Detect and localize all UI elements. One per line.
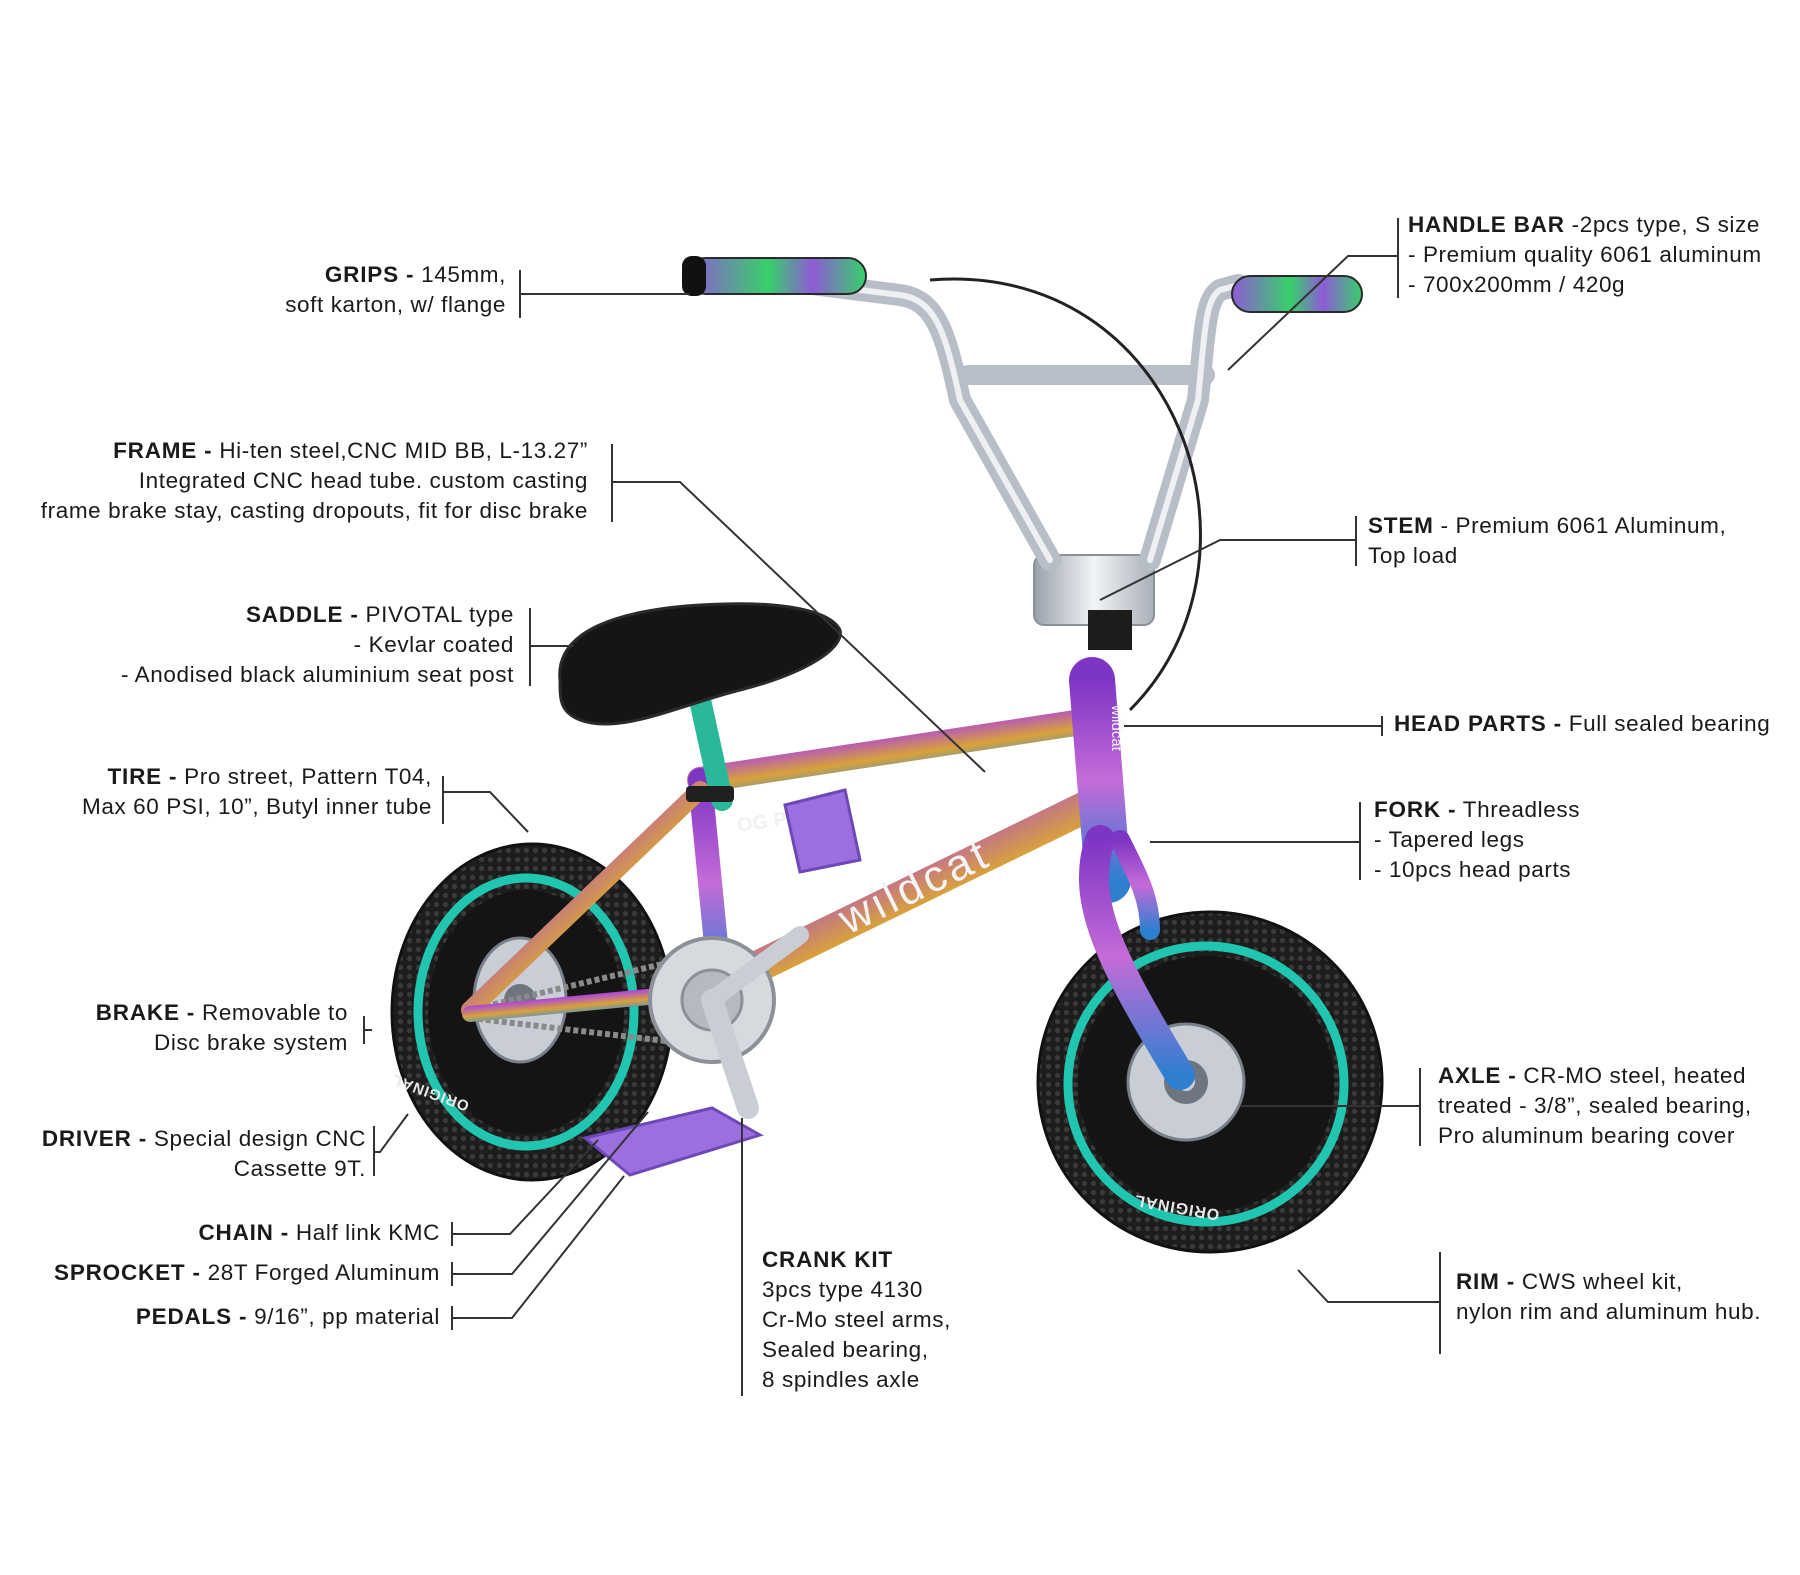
- crank-arm: [701, 989, 759, 1119]
- headparts-title: HEAD PARTS -: [1394, 711, 1562, 736]
- sprocket-title: SPROCKET -: [54, 1260, 201, 1285]
- frame-line-3: frame brake stay, casting dropouts, fit …: [40, 498, 588, 523]
- callout-axle: AXLE - CR-MO steel, heated treated - 3/8…: [1438, 1061, 1752, 1151]
- chain-title: CHAIN -: [198, 1220, 290, 1245]
- rim-title: RIM -: [1456, 1269, 1515, 1294]
- front-wheel: ORIGINAL: [1036, 910, 1384, 1254]
- fork-title: FORK -: [1374, 797, 1457, 822]
- callout-pedals: PEDALS - 9/16”, pp material: [136, 1302, 440, 1332]
- saddle-line-3: - Anodised black aluminium seat post: [120, 662, 514, 687]
- callout-driver: DRIVER - Special design CNC Cassette 9T.: [42, 1124, 366, 1184]
- frame-line-2: Integrated CNC head tube. custom casting: [138, 468, 588, 493]
- driver-title: DRIVER -: [41, 1126, 147, 1151]
- crank-title: CRANK KIT: [762, 1247, 893, 1272]
- stem-line-1: - Premium 6061 Aluminum,: [1440, 513, 1727, 538]
- tire-title: TIRE -: [107, 764, 178, 789]
- stem: [1033, 554, 1155, 650]
- rim-line-1: CWS wheel kit,: [1521, 1269, 1683, 1294]
- fork-line-3: - 10pcs head parts: [1374, 857, 1572, 882]
- crank-line-2: Cr-Mo steel arms,: [762, 1307, 951, 1332]
- driver-line-2: Cassette 9T.: [233, 1156, 366, 1181]
- callout-tire: TIRE - Pro street, Pattern T04, Max 60 P…: [82, 762, 432, 822]
- brake-title: BRAKE -: [95, 1000, 196, 1025]
- pedals-line-1: 9/16”, pp material: [254, 1304, 440, 1329]
- handlebar-line-3: - 700x200mm / 420g: [1408, 272, 1626, 297]
- brake-line-2: Disc brake system: [154, 1030, 348, 1055]
- callout-head-parts: HEAD PARTS - Full sealed bearing: [1394, 709, 1770, 739]
- pedal-rear: [783, 788, 862, 874]
- leader-lines: [363, 218, 1441, 1396]
- saddle: [558, 602, 842, 726]
- bike: ORIGINAL ORIGINAL wildcat OG PRO wildcat: [389, 256, 1384, 1254]
- tire-line-2: Max 60 PSI, 10”, Butyl inner tube: [82, 794, 432, 819]
- crank-line-3: Sealed bearing,: [762, 1337, 929, 1362]
- callout-frame: FRAME - Hi-ten steel,CNC MID BB, L-13.27…: [41, 436, 588, 526]
- right-grip: [1231, 275, 1363, 313]
- front-rim-band: [1063, 941, 1349, 1227]
- left-grip: [687, 257, 867, 295]
- sprocket-line-1: 28T Forged Aluminum: [207, 1260, 440, 1285]
- frame-title: FRAME -: [113, 438, 213, 463]
- handlebar: [729, 264, 1249, 571]
- headparts-line-1: Full sealed bearing: [1568, 711, 1771, 736]
- axle-line-3: Pro aluminum bearing cover: [1438, 1123, 1735, 1148]
- fork: [1079, 825, 1195, 1090]
- crank-line-4: 8 spindles axle: [762, 1367, 920, 1392]
- frame-line-1: Hi-ten steel,CNC MID BB, L-13.27”: [219, 438, 588, 463]
- fork-line-2: - Tapered legs: [1374, 827, 1525, 852]
- driver-line-1: Special design CNC: [153, 1126, 366, 1151]
- saddle-title: SADDLE -: [245, 602, 359, 627]
- rim-line-2: nylon rim and aluminum hub.: [1456, 1299, 1762, 1324]
- crank-arm-rear: [703, 926, 809, 1009]
- stem-title: STEM: [1368, 513, 1434, 538]
- chain-line-1: Half link KMC: [295, 1220, 440, 1245]
- pedal-front: [581, 1106, 764, 1177]
- tire-line-1: Pro street, Pattern T04,: [184, 764, 432, 789]
- grips-title: GRIPS -: [324, 262, 415, 287]
- callout-crank-kit: CRANK KIT 3pcs type 4130 Cr-Mo steel arm…: [762, 1245, 951, 1395]
- callout-brake: BRAKE - Removable to Disc brake system: [96, 998, 348, 1058]
- handlebar-line-2: - Premium quality 6061 aluminum: [1408, 242, 1762, 267]
- handlebar-line-1: -2pcs type, S size: [1571, 212, 1760, 237]
- callout-fork: FORK - Threadless - Tapered legs - 10pcs…: [1374, 795, 1580, 885]
- callout-saddle: SADDLE - PIVOTAL type - Kevlar coated - …: [121, 600, 514, 690]
- grips-line-1: 145mm,: [421, 262, 506, 287]
- seat-post: [689, 689, 733, 811]
- brake-line-1: Removable to: [201, 1000, 348, 1025]
- axle-title: AXLE -: [1438, 1063, 1517, 1088]
- callout-sprocket: SPROCKET - 28T Forged Aluminum: [54, 1258, 440, 1288]
- handlebar-title: HANDLE BAR: [1408, 212, 1565, 237]
- callout-handlebar: HANDLE BAR -2pcs type, S size - Premium …: [1408, 210, 1762, 300]
- fork-line-1: Threadless: [1462, 797, 1581, 822]
- callout-grips: GRIPS - 145mm, soft karton, w/ flange: [285, 260, 506, 320]
- callout-stem: STEM - Premium 6061 Aluminum, Top load: [1368, 511, 1726, 571]
- callout-chain: CHAIN - Half link KMC: [198, 1218, 440, 1248]
- stem-line-2: Top load: [1368, 543, 1458, 568]
- pedals-title: PEDALS -: [135, 1304, 248, 1329]
- brake-cable: [929, 277, 1202, 712]
- rear-rim-band: [413, 873, 639, 1151]
- seat-clamp: [686, 786, 734, 802]
- chain: [469, 952, 701, 1048]
- grips-line-2: soft karton, w/ flange: [285, 292, 506, 317]
- head-tube-brand: wildcat: [1108, 704, 1125, 752]
- saddle-line-2: - Kevlar coated: [353, 632, 514, 657]
- axle-line-2: treated - 3/8”, sealed bearing,: [1438, 1093, 1752, 1118]
- crank-line-1: 3pcs type 4130: [762, 1277, 924, 1302]
- axle-line-1: CR-MO steel, heated: [1523, 1063, 1747, 1088]
- saddle-line-1: PIVOTAL type: [365, 602, 514, 627]
- callout-rim: RIM - CWS wheel kit, nylon rim and alumi…: [1456, 1267, 1761, 1327]
